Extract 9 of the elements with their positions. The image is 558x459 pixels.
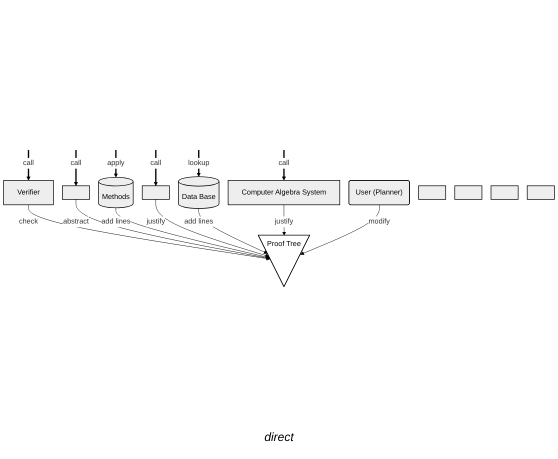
node-box <box>490 185 518 200</box>
node-box <box>454 185 482 200</box>
node-box <box>62 185 90 200</box>
node-box <box>418 185 446 200</box>
arrow <box>282 150 286 180</box>
node-box <box>526 185 555 200</box>
note-label: direct <box>264 430 294 444</box>
node-box <box>142 185 170 200</box>
arrow <box>26 150 30 180</box>
